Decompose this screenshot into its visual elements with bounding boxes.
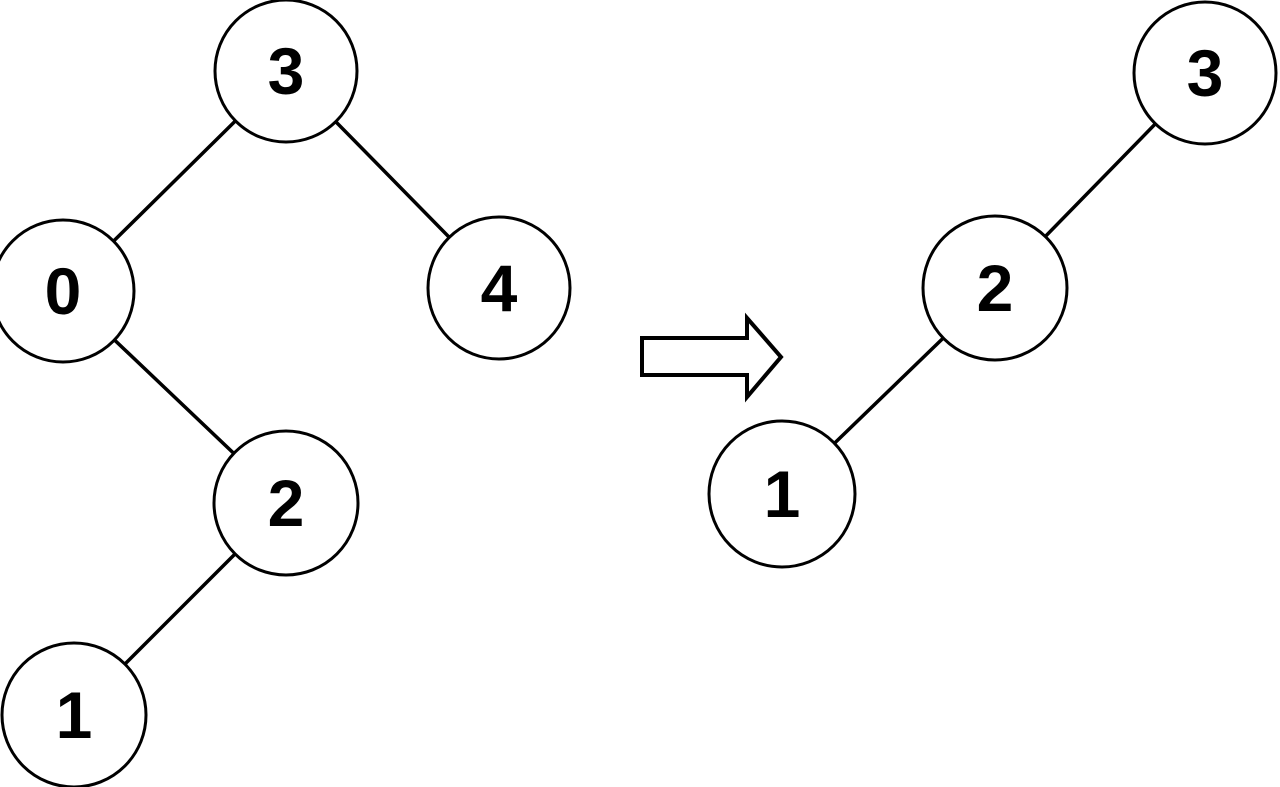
node-value: 1 — [764, 457, 801, 531]
node-circle — [0, 641, 148, 787]
right-tree-node-2: 2 — [921, 214, 1069, 362]
node-value: 0 — [45, 254, 82, 328]
node-circle — [1132, 0, 1278, 146]
left-tree-node-2: 2 — [212, 429, 360, 577]
node-circle — [213, 0, 359, 144]
node-circle-highlighted — [426, 215, 572, 361]
node-value: 4 — [481, 251, 518, 325]
node-circle — [212, 429, 360, 577]
left-tree-node-0: 0 — [0, 218, 136, 364]
right-block-arrow — [640, 312, 784, 403]
left-tree-node-4: 4 — [426, 215, 572, 361]
node-value: 2 — [977, 251, 1014, 325]
left-tree-node-1: 1 — [0, 641, 148, 787]
left-tree: 3 0 4 2 1 — [0, 0, 572, 787]
left-tree-edges — [61, 69, 501, 717]
right-tree-node-1: 1 — [707, 419, 857, 569]
node-value: 1 — [56, 678, 93, 752]
arrow-icon — [640, 312, 784, 403]
node-circle — [707, 419, 857, 569]
right-tree-node-3: 3 — [1132, 0, 1278, 146]
node-value: 3 — [1187, 36, 1224, 110]
left-tree-node-3: 3 — [213, 0, 359, 144]
node-circle-highlighted — [0, 218, 136, 364]
node-value: 2 — [268, 466, 305, 540]
node-circle — [921, 214, 1069, 362]
node-value: 3 — [268, 34, 305, 108]
right-tree: 3 2 1 — [707, 0, 1278, 569]
